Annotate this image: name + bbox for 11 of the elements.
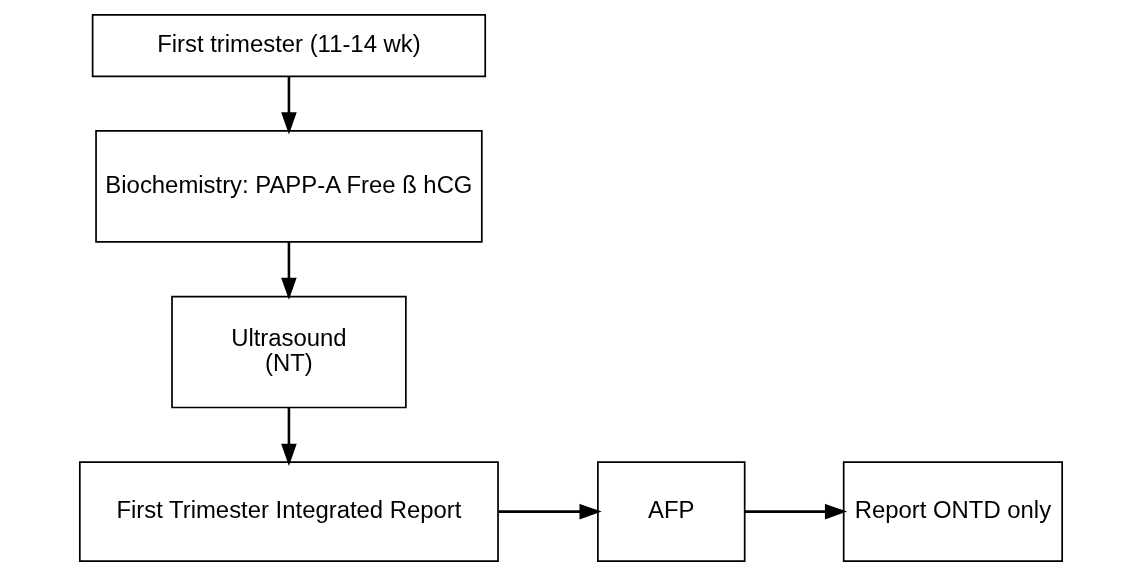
node-box: First trimester (11-14 wk): [91, 14, 487, 78]
node-box: Report ONTD only: [842, 461, 1064, 562]
node-box: AFP: [597, 461, 746, 562]
node-box: First Trimester Integrated Report: [78, 461, 499, 562]
node-box: Biochemistry: PAPP-A Free ß hCG: [95, 130, 483, 243]
arrow: [281, 76, 297, 135]
node-box: Ultrasound (NT): [171, 295, 407, 409]
arrow: [498, 503, 602, 520]
arrow: [745, 503, 848, 520]
arrow: [281, 242, 297, 300]
arrow: [281, 407, 297, 466]
